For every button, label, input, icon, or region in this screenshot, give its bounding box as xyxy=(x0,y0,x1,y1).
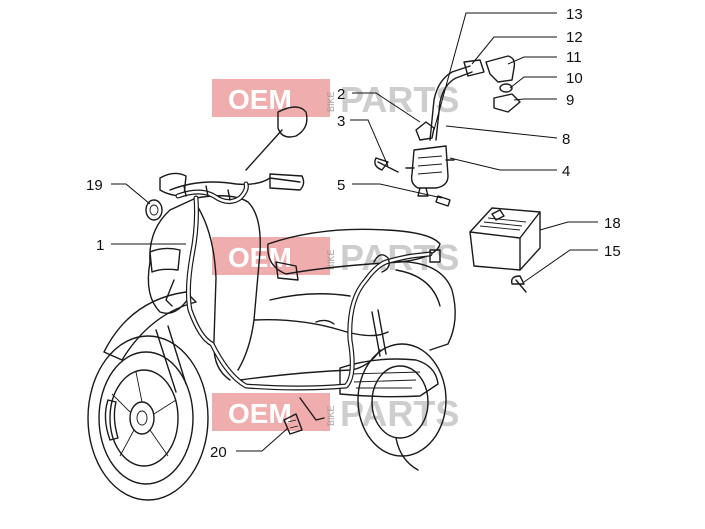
svg-text:PARTS: PARTS xyxy=(340,79,459,120)
callout-4: 4 xyxy=(562,163,570,180)
scooter-drawing xyxy=(87,106,456,501)
cable-clip-20 xyxy=(283,413,303,435)
watermark-bottom: OEM BIKE PARTS xyxy=(212,393,459,434)
callout-11: 11 xyxy=(566,49,582,66)
wiring-harness xyxy=(165,181,441,391)
callout-20: 20 xyxy=(210,444,227,461)
callout-9: 9 xyxy=(566,92,574,109)
svg-text:OEM: OEM xyxy=(228,398,292,429)
front-wheel xyxy=(87,335,209,501)
callout-12: 12 xyxy=(566,29,583,46)
callout-2: 2 xyxy=(337,86,345,103)
callout-13: 13 xyxy=(566,6,583,23)
svg-text:BIKE: BIKE xyxy=(326,405,336,426)
callout-3: 3 xyxy=(337,113,345,130)
rubber-grommet-19 xyxy=(145,199,163,221)
voltage-regulator xyxy=(469,207,541,293)
svg-text:BIKE: BIKE xyxy=(326,91,336,112)
svg-text:BIKE: BIKE xyxy=(326,249,336,270)
callout-10: 10 xyxy=(566,70,583,87)
callout-labels: 13 12 11 10 9 2 3 8 4 5 19 18 15 1 20 xyxy=(86,6,621,461)
callout-8: 8 xyxy=(562,131,570,148)
callout-5: 5 xyxy=(337,177,345,194)
callout-1: 1 xyxy=(96,237,104,254)
leader-lines xyxy=(111,12,598,452)
callout-19: 19 xyxy=(86,177,103,194)
watermark-top: OEM BIKE PARTS xyxy=(212,79,459,120)
callout-15: 15 xyxy=(604,243,621,260)
callout-18: 18 xyxy=(604,215,621,232)
